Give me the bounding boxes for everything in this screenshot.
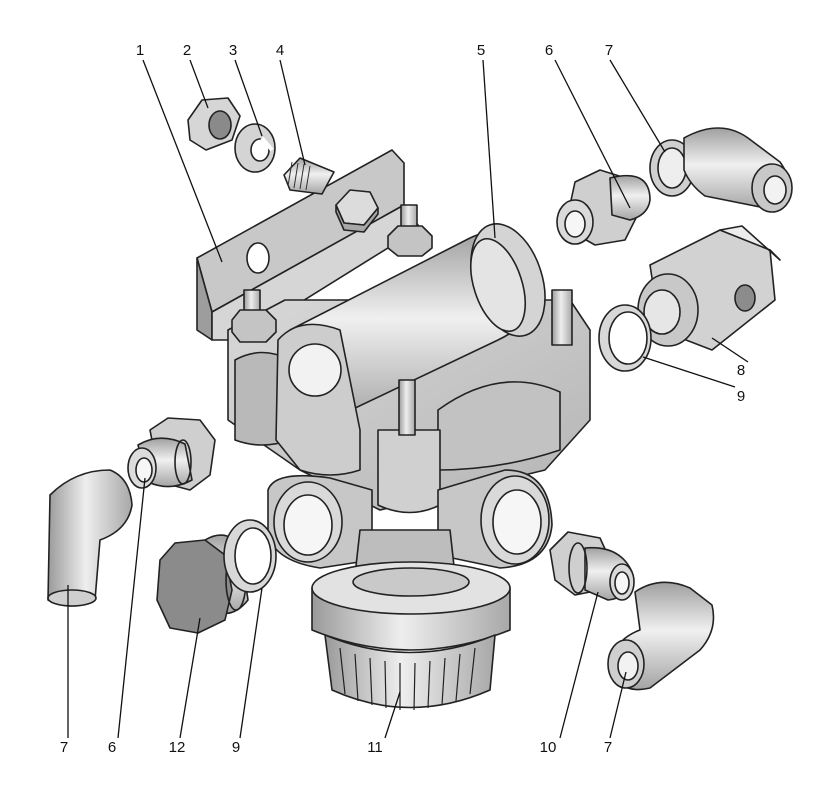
callout-3: 3 bbox=[229, 42, 237, 59]
leader-6-left bbox=[117, 477, 146, 739]
leader-10 bbox=[559, 591, 599, 739]
hex-fitting-part-6-top bbox=[556, 169, 651, 246]
spring-washer-part-3 bbox=[234, 123, 276, 173]
callout-12: 12 bbox=[169, 739, 186, 756]
callout-6-left: 6 bbox=[108, 739, 116, 756]
leader-1 bbox=[142, 59, 223, 263]
cap-ribs bbox=[339, 647, 476, 711]
stud-right bbox=[551, 289, 573, 346]
leader-lines bbox=[67, 59, 749, 739]
callout-10: 10 bbox=[540, 739, 557, 756]
callout-11: 11 bbox=[367, 739, 383, 756]
hex-nut-part-2 bbox=[187, 97, 241, 151]
leader-7-bottom bbox=[609, 671, 627, 739]
callout-9-right: 9 bbox=[737, 388, 745, 405]
stud-front bbox=[398, 379, 416, 436]
stud-nut-top bbox=[387, 204, 433, 257]
leader-8 bbox=[711, 337, 749, 363]
callout-7-top: 7 bbox=[605, 42, 613, 59]
callout-1: 1 bbox=[136, 42, 144, 59]
hex-fitting-part-10 bbox=[549, 531, 635, 601]
bracket-hex-bolt bbox=[335, 189, 379, 233]
leader-2 bbox=[189, 59, 209, 109]
valve-body bbox=[227, 223, 591, 514]
leader-5 bbox=[482, 59, 496, 239]
leader-3 bbox=[234, 59, 263, 137]
callout-9-left: 9 bbox=[232, 739, 240, 756]
filter-cap bbox=[311, 561, 511, 711]
leader-11 bbox=[384, 691, 401, 739]
leader-7-top bbox=[609, 59, 666, 153]
leader-4 bbox=[279, 59, 306, 166]
port-left bbox=[267, 474, 373, 569]
seal-ring-part-9-left bbox=[223, 519, 277, 593]
callout-2: 2 bbox=[183, 42, 191, 59]
hex-fitting-part-6-left bbox=[127, 417, 216, 491]
seal-ring-part-9-right bbox=[598, 304, 652, 372]
leader-6-top bbox=[554, 59, 631, 209]
leader-9-left bbox=[239, 587, 263, 739]
port-right bbox=[437, 469, 553, 569]
callout-7-bottom: 7 bbox=[604, 739, 612, 756]
callout-4: 4 bbox=[276, 42, 284, 59]
callout-6-top: 6 bbox=[545, 42, 553, 59]
callout-8: 8 bbox=[737, 362, 745, 379]
bolt-part-4 bbox=[283, 157, 335, 195]
callout-5: 5 bbox=[477, 42, 485, 59]
stud-nut-left bbox=[231, 289, 277, 343]
tee-fitting-part-8 bbox=[637, 225, 781, 351]
elbow-fitting-part-7-top bbox=[649, 127, 793, 213]
callout-labels: 1 2 3 4 5 6 7 8 9 7 6 12 9 11 10 7 bbox=[60, 42, 745, 756]
leader-12 bbox=[179, 617, 201, 739]
callout-7-left: 7 bbox=[60, 739, 68, 756]
leader-9-right bbox=[642, 356, 736, 388]
elbow-fitting-part-7-bottom bbox=[607, 581, 715, 691]
elbow-fitting-part-7-left bbox=[47, 469, 133, 607]
